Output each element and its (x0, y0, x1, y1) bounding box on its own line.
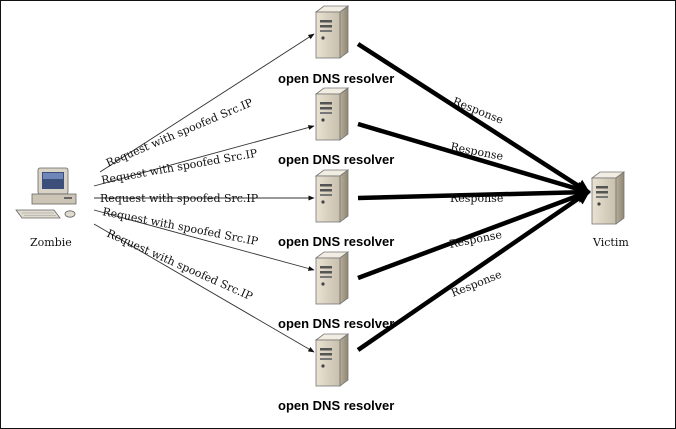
response-arrow-3 (357, 185, 591, 201)
request-arrow-2 (93, 125, 315, 187)
victim-server (591, 171, 625, 225)
response-arrow-2 (357, 121, 591, 196)
server-tower-icon (315, 87, 349, 141)
resolver-server-3 (315, 169, 349, 223)
server-tower-icon (315, 251, 349, 305)
resolver-server-1 (315, 5, 349, 59)
response-arrows (356, 42, 591, 352)
response-arrow-4 (357, 189, 591, 281)
resolver-server-5 (315, 333, 349, 387)
response-arrow-5 (356, 190, 591, 352)
resolver-label-3: open DNS resolver (278, 234, 394, 249)
resolver-server-2 (315, 87, 349, 141)
response-arrow-1 (356, 42, 591, 194)
resolver-label-4: open DNS resolver (278, 316, 394, 331)
desktop-computer-icon (15, 167, 77, 219)
resolver-label-1: open DNS resolver (278, 71, 394, 86)
request-arrow-5 (93, 223, 315, 353)
request-label-3: Request with spoofed Src.IP (100, 192, 259, 205)
server-tower-icon (591, 171, 625, 225)
response-label-5: Response (449, 268, 503, 300)
response-label-3: Response (450, 192, 503, 205)
server-tower-icon (315, 169, 349, 223)
request-arrow-4 (93, 209, 315, 271)
request-arrows (93, 33, 315, 353)
zombie-computer (15, 167, 77, 219)
server-tower-icon (315, 5, 349, 59)
server-tower-icon (315, 333, 349, 387)
response-label-4: Response (448, 228, 503, 251)
resolver-server-4 (315, 251, 349, 305)
resolver-label-2: open DNS resolver (278, 152, 394, 167)
request-arrow-1 (99, 33, 315, 173)
victim-label: Victim (592, 236, 629, 249)
resolver-label-5: open DNS resolver (278, 398, 394, 413)
zombie-label: Zombie (30, 236, 72, 249)
